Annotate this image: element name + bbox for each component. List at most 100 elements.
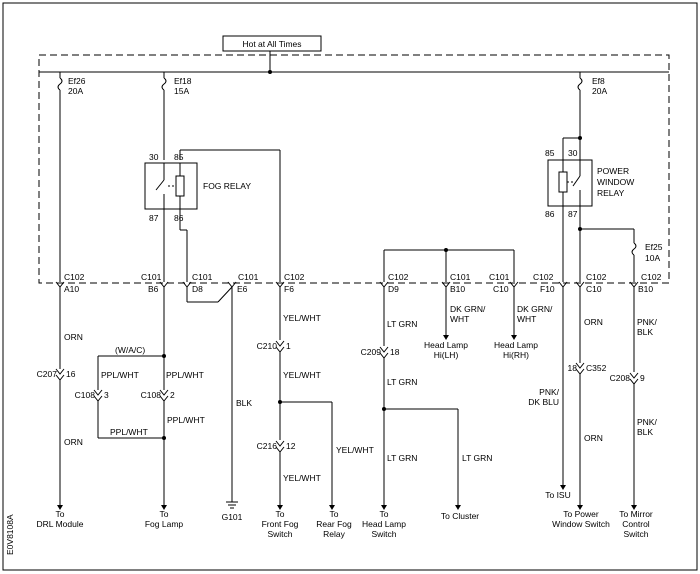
fuse-ef26-name: Ef26 xyxy=(68,76,86,86)
connector-c101-b: C101 xyxy=(141,272,162,282)
fog-relay-pin-87: 87 xyxy=(149,213,159,223)
dest-head-lamp-switch-2: Head Lamp xyxy=(362,519,406,529)
fuse-block-outline xyxy=(38,54,670,284)
wire-yel-wht-1: YEL/WHT xyxy=(283,313,321,323)
fog-relay-pin-86: 86 xyxy=(174,213,184,223)
c216-name: C216 xyxy=(257,441,278,451)
c209-name: C209 xyxy=(361,347,382,357)
connector-c102-b10-name: C102 xyxy=(641,272,662,282)
dest-mirror-1: To Mirror xyxy=(619,509,653,519)
wire-yel-wht-2: YEL/WHT xyxy=(283,370,321,380)
pin-c10a: C10 xyxy=(493,284,509,294)
wire-pnk-blk-1a: PNK/ xyxy=(637,317,657,327)
side-code: E0V8108A xyxy=(5,514,15,555)
dest-g101: G101 xyxy=(222,512,243,522)
dest-head-lamp-switch-1: To xyxy=(380,509,389,519)
fog-relay-label: FOG RELAY xyxy=(203,181,251,191)
c216-pin: 12 xyxy=(286,441,296,451)
wire-dkgrn-r2: WHT xyxy=(517,314,536,324)
c207-name: C207 xyxy=(37,369,58,379)
wire-dkgrn-l2: WHT xyxy=(450,314,469,324)
pwr-relay-pin-30: 30 xyxy=(568,148,578,158)
dest-drl-2: DRL Module xyxy=(37,519,84,529)
wire-ppl-wht-2: PPL/WHT xyxy=(166,370,204,380)
wire-pnk-blk-2a: PNK/ xyxy=(637,417,657,427)
wire-yel-wht-3: YEL/WHT xyxy=(336,445,374,455)
power-window-relay-box xyxy=(547,159,593,207)
dest-rear-fog-2: Rear Fog xyxy=(316,519,352,529)
dest-fog-lamp-2: Fog Lamp xyxy=(145,519,184,529)
c208-name: C208 xyxy=(610,373,631,383)
wire-ppl-wht-4: PPL/WHT xyxy=(110,427,148,437)
circuit-head-lamp: C102 D9 C101 B10 C101 C10 LT GRN C209 18… xyxy=(361,248,553,539)
dest-head-lamp-switch-3: Switch xyxy=(371,529,396,539)
dest-head-lamp-lh-2: Hi(LH) xyxy=(434,350,459,360)
wire-pnk-blk-1b: BLK xyxy=(637,327,653,337)
fog-relay-pin-30: 30 xyxy=(149,152,159,162)
fuse-ef18-rating: 15A xyxy=(174,86,189,96)
dest-head-lamp-rh-2: Hi(RH) xyxy=(503,350,529,360)
wire-blk: BLK xyxy=(236,398,252,408)
connector-c102-a: C102 xyxy=(64,272,85,282)
dest-power-window-2: Window Switch xyxy=(552,519,610,529)
dest-front-fog-3: Switch xyxy=(267,529,292,539)
fog-relay-box xyxy=(144,162,198,210)
dest-rear-fog-1: To xyxy=(330,509,339,519)
wire-yel-wht-4: YEL/WHT xyxy=(283,473,321,483)
wire-lt-grn-1: LT GRN xyxy=(387,319,417,329)
circuit-fog: Ef18 15A 30 85 87 86 FOG RELAY C101 B6 C… xyxy=(75,72,281,529)
dest-front-fog-2: Front Fog xyxy=(262,519,299,529)
pwr-relay-pin-86: 86 xyxy=(545,209,555,219)
pin-b10a: B10 xyxy=(450,284,465,294)
c108b-pin: 2 xyxy=(170,390,175,400)
wire-pnk-blk-2b: BLK xyxy=(637,427,653,437)
dest-mirror-3: Switch xyxy=(623,529,648,539)
wire-lt-grn-3: LT GRN xyxy=(387,453,417,463)
connector-c101-c: C101 xyxy=(489,272,510,282)
connector-c101-d: C101 xyxy=(192,272,213,282)
connector-c102-f10-name: C102 xyxy=(533,272,554,282)
c207-pin: 16 xyxy=(66,369,76,379)
fuse-ef25-rating: 10A xyxy=(645,253,660,263)
pwr-relay-label-1: POWER xyxy=(597,166,629,176)
wire-pnk-dkblu-1: PNK/ xyxy=(539,387,559,397)
circuit-power-window: Ef8 20A 85 30 86 87 POWER WINDOW RELAY C… xyxy=(528,72,663,539)
pin-b10b: B10 xyxy=(638,284,653,294)
pin-d9: D9 xyxy=(388,284,399,294)
c210-pin: 1 xyxy=(286,341,291,351)
wire-orn-3: ORN xyxy=(584,317,603,327)
dest-power-window-1: To Power xyxy=(563,509,599,519)
pin-a10: A10 xyxy=(64,284,79,294)
c208-pin: 9 xyxy=(640,373,645,383)
pin-c10b: C10 xyxy=(586,284,602,294)
c209-pin: 18 xyxy=(390,347,400,357)
pwr-relay-pin-85: 85 xyxy=(545,148,555,158)
wire-orn-2: ORN xyxy=(64,437,83,447)
c108a-name: C108 xyxy=(75,390,96,400)
c352-pin: 18 xyxy=(568,363,578,373)
pin-b6: B6 xyxy=(148,284,159,294)
fuse-ef8-rating: 20A xyxy=(592,86,607,96)
dest-head-lamp-lh-1: Head Lamp xyxy=(424,340,468,350)
pin-f6: F6 xyxy=(284,284,294,294)
c207-symbol xyxy=(55,368,65,381)
connector-c102-f: C102 xyxy=(284,272,305,282)
wire-ppl-wht-1: PPL/WHT xyxy=(101,370,139,380)
dest-isu: To ISU xyxy=(545,490,571,500)
bus-splice xyxy=(268,70,272,74)
connector-c101-bb: C101 xyxy=(450,272,471,282)
dest-cluster: To Cluster xyxy=(441,511,479,521)
pwr-relay-pin-87: 87 xyxy=(568,209,578,219)
fuse-ef25-symbol xyxy=(631,242,637,256)
c108b-name: C108 xyxy=(141,390,162,400)
fuse-ef26-rating: 20A xyxy=(68,86,83,96)
title-box xyxy=(222,35,322,52)
pin-f10: F10 xyxy=(540,284,555,294)
wire-ppl-wht-3: PPL/WHT xyxy=(167,415,205,425)
c352-name: C352 xyxy=(586,363,607,373)
wire-dkgrn-l1: DK GRN/ xyxy=(450,304,486,314)
wire-dkgrn-r1: DK GRN/ xyxy=(517,304,553,314)
wire-orn-1: ORN xyxy=(64,332,83,342)
dest-fog-lamp-1: To xyxy=(160,509,169,519)
dest-front-fog-1: To xyxy=(276,509,285,519)
